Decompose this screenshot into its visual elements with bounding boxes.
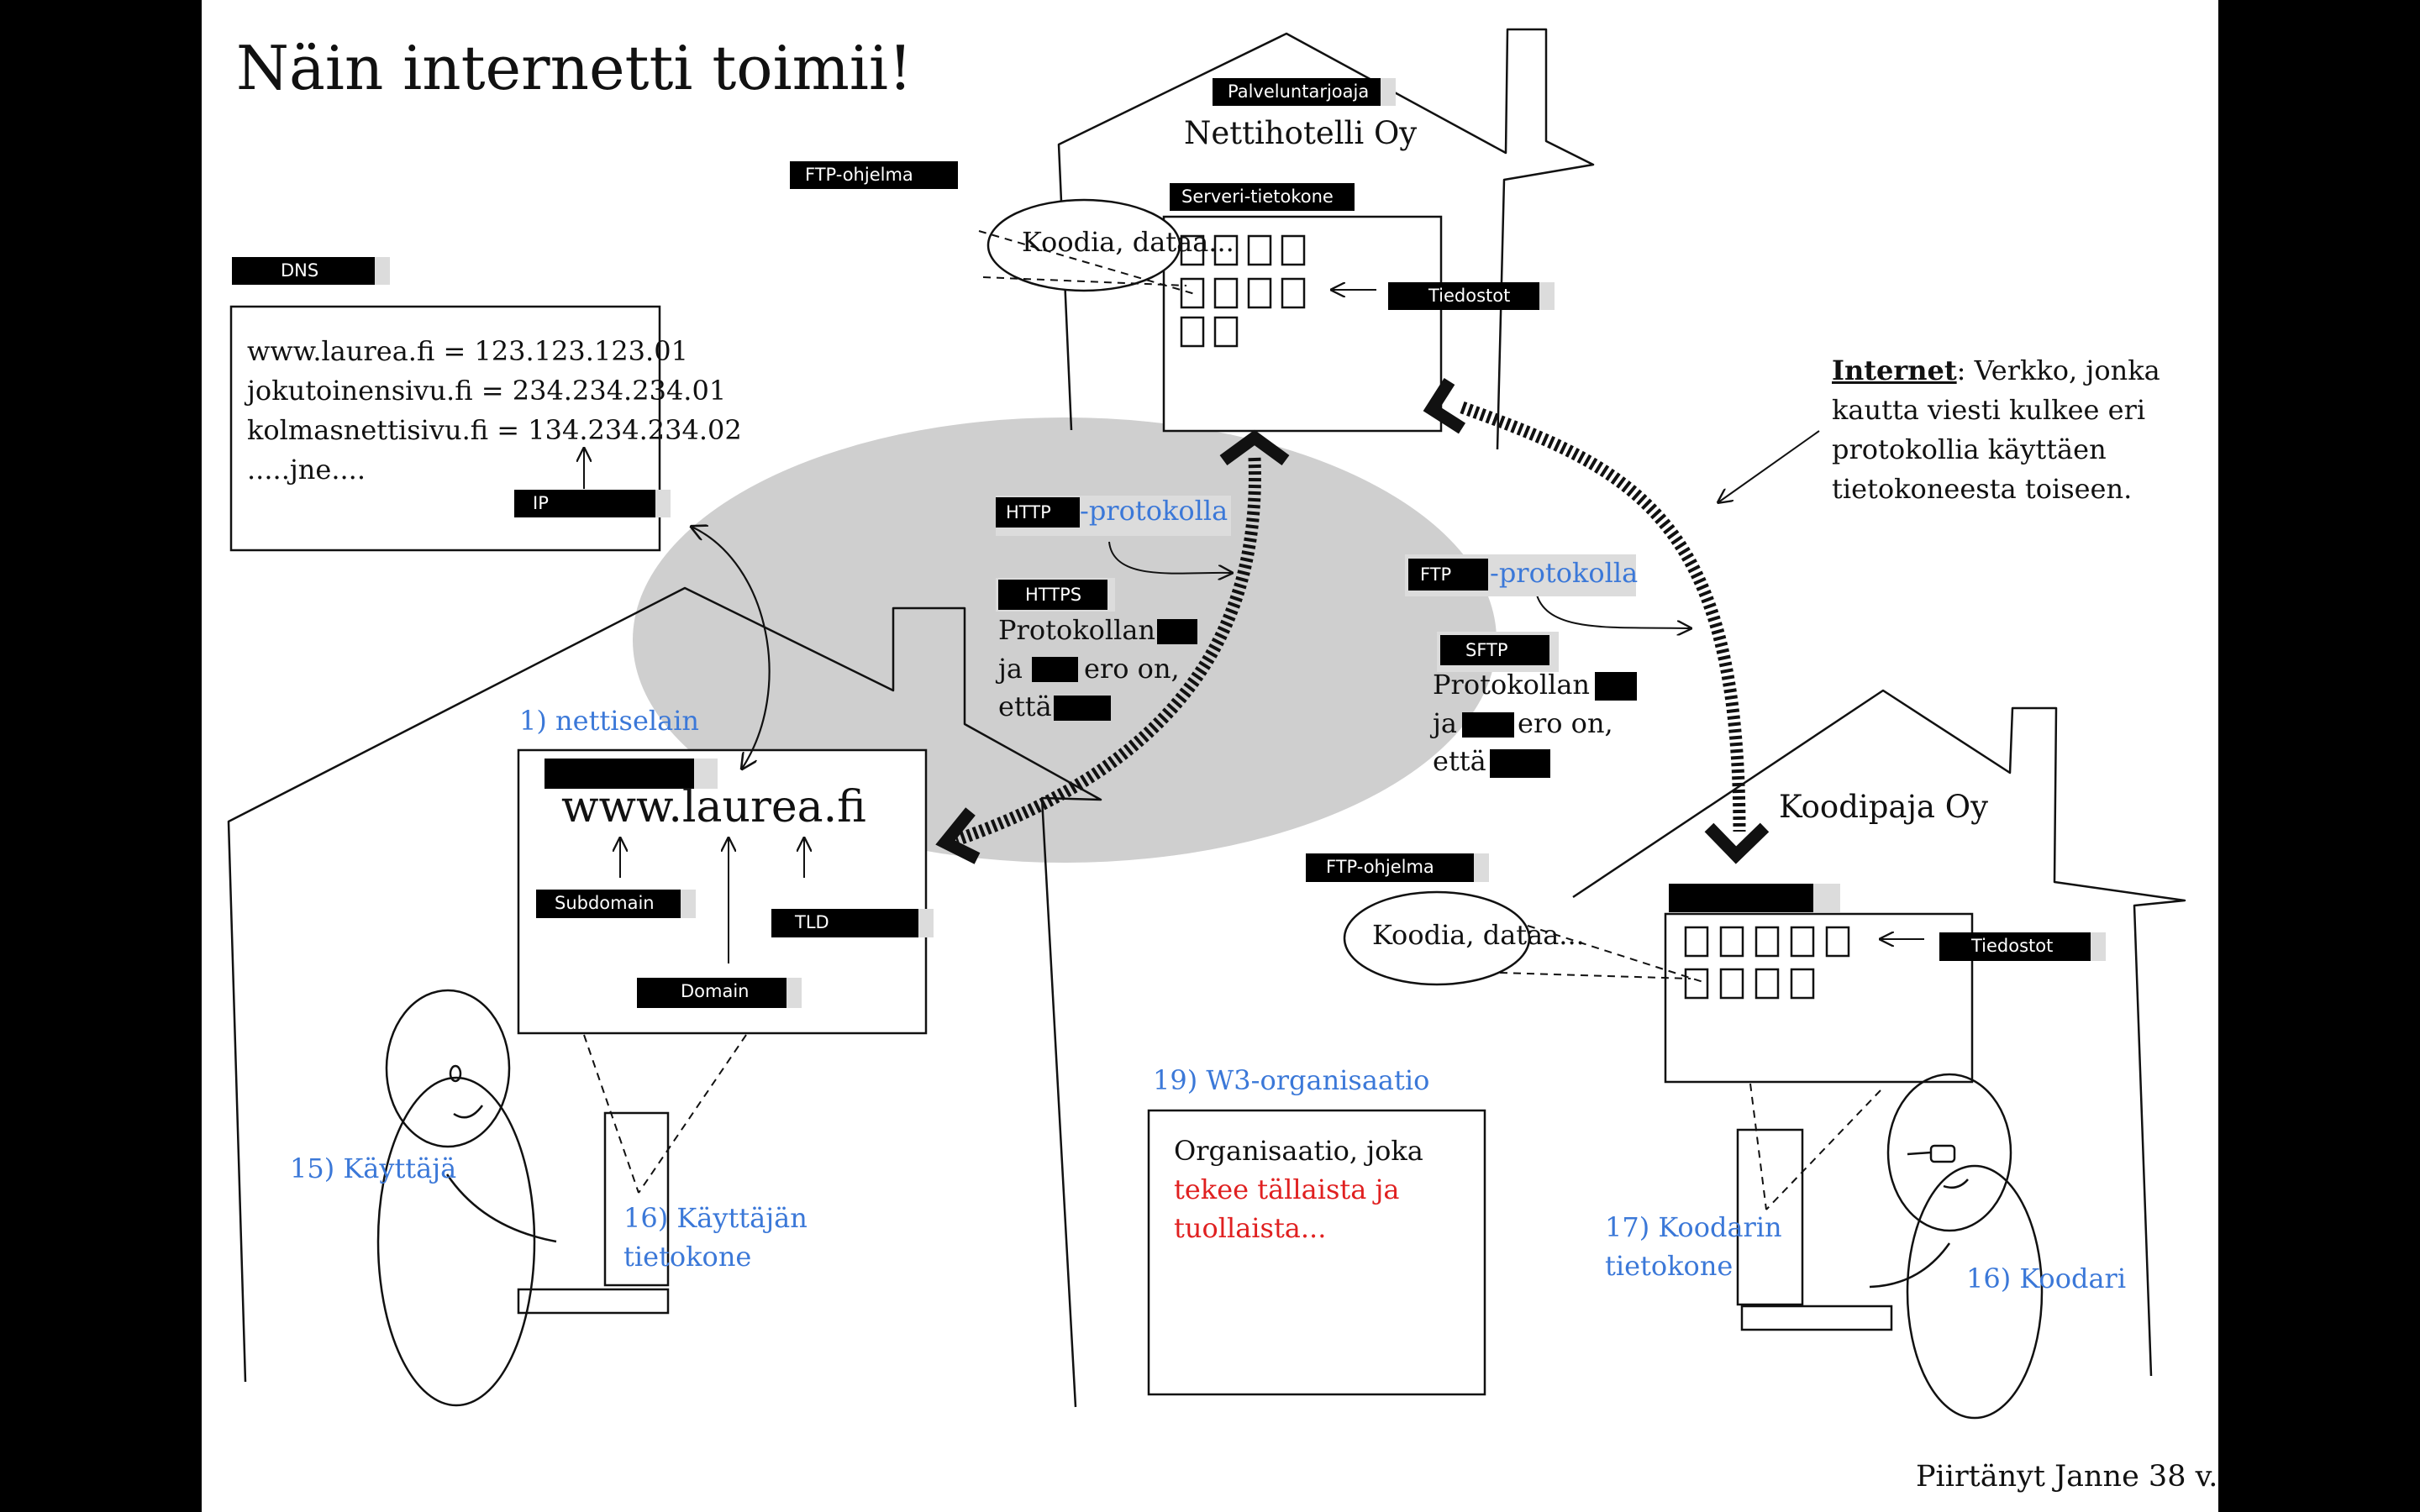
bubble-right-shape — [1343, 890, 1531, 986]
bubble-right-text: Koodia, dataa... — [1372, 919, 1585, 951]
credit-text: Piirtänyt Janne 38 v. — [1916, 1460, 2218, 1494]
tag-dns: DNS — [232, 257, 375, 285]
coder-server-redacted-tag — [1669, 884, 1813, 912]
coder-computer-label-1: 17) Koodarin — [1605, 1211, 1782, 1243]
tag-https: HTTPS — [998, 580, 1107, 610]
coder-figure — [1869, 1073, 2044, 1420]
https-text-2a: ja — [998, 653, 1023, 685]
https-redacted-1 — [1157, 619, 1197, 644]
internet-def-1: : Verkko, jonka — [1956, 354, 2160, 386]
dns-line-3: kolmasnettisivu.fi = 134.234.234.02 — [247, 414, 742, 446]
house-koodipaja — [1572, 689, 2186, 1377]
bubble-top-text: Koodia, dataa... — [1022, 226, 1234, 258]
dns-line-4: .....jne.... — [247, 454, 366, 486]
arrow-internet — [1718, 430, 1820, 502]
https-redacted-3 — [1054, 696, 1111, 721]
w3-text-3: tuollaista... — [1174, 1212, 1327, 1244]
tag-subdomain: Subdomain — [536, 890, 681, 918]
user-figure — [376, 989, 557, 1407]
tag-ftp-ohjelma-top: FTP-ohjelma — [790, 161, 958, 189]
dns-line-2: jokutoinensivu.fi = 234.234.234.01 — [247, 375, 727, 407]
w3-text-2: tekee tällaista ja — [1174, 1173, 1400, 1205]
sftp-text-2a: ja — [1433, 707, 1457, 739]
w3-label: 19) W3-organisaatio — [1153, 1064, 1430, 1096]
ftp-protokolla: -protokolla — [1490, 557, 1639, 589]
browser-redacted-tag — [544, 759, 694, 789]
diagram-canvas — [227, 28, 2186, 1420]
file-icons-right — [1684, 926, 1850, 1000]
tag-tiedostot-right: Tiedostot — [1939, 932, 2091, 961]
arrow-dns-browser — [692, 527, 771, 769]
sftp-text-2b: ero on, — [1518, 707, 1613, 739]
bubble-top-shape — [986, 198, 1181, 292]
tag-serveri: Serveri-tietokone — [1170, 183, 1355, 211]
w3-text-1: Organisaatio, joka — [1174, 1135, 1423, 1167]
tag-ip: IP — [514, 490, 655, 517]
user-computer-tower — [603, 1111, 670, 1287]
tag-palveluntarjoaja: Palveluntarjoaja — [1213, 78, 1381, 106]
sftp-redacted-2 — [1462, 712, 1514, 738]
koodipaja-label: Koodipaja Oy — [1779, 789, 1988, 825]
https-redacted-2 — [1032, 657, 1078, 682]
arrowhead-marks — [935, 377, 1770, 864]
coder-label: 16) Koodari — [1966, 1263, 2127, 1294]
slide: Näin internetti toimii! Piirtänyt Janne … — [202, 0, 2218, 1512]
internet-definition: Internet: Verkko, jonka kautta viesti kul… — [1832, 351, 2160, 509]
tag-sftp: SFTP — [1440, 635, 1549, 665]
tag-tld: TLD — [771, 909, 918, 937]
tag-domain: Domain — [637, 978, 786, 1008]
browser-label: 1) nettiselain — [519, 705, 700, 737]
coder-computer-tower — [1736, 1128, 1804, 1306]
https-text-1: Protokollan — [998, 614, 1156, 646]
https-text-2b: ero on, — [1084, 653, 1180, 685]
page-title: Näin internetti toimii! — [236, 33, 913, 103]
browser-url: www.laurea.fi — [561, 782, 866, 832]
w3-box — [1147, 1109, 1486, 1396]
nettihotelli-label: Nettihotelli Oy — [1184, 115, 1418, 151]
tag-ftp-ohjelma-right: FTP-ohjelma — [1306, 853, 1474, 882]
file-icons-top — [1180, 234, 1306, 348]
tag-http: HTTP — [996, 497, 1080, 528]
coder-server-box — [1664, 912, 1974, 1084]
user-keyboard — [517, 1288, 670, 1315]
house-nettihotelli — [1057, 28, 1595, 450]
data-flow-ftp — [1460, 401, 1746, 832]
house-user — [227, 586, 1102, 1408]
data-flow-http — [954, 457, 1261, 847]
user-computer-label-1: 16) Käyttäjän — [623, 1202, 808, 1234]
http-protokolla: -protokolla — [1080, 495, 1228, 527]
user-computer-label-2: tietokone — [623, 1241, 752, 1273]
tag-tiedostot-top: Tiedostot — [1388, 282, 1539, 310]
sftp-redacted-1 — [1595, 672, 1637, 701]
dns-line-1: www.laurea.fi = 123.123.123.01 — [247, 335, 688, 367]
internet-def-4: tietokoneesta toiseen. — [1832, 473, 2133, 505]
server-box — [1162, 215, 1443, 433]
coder-computer-label-2: tietokone — [1605, 1250, 1733, 1282]
internet-term: Internet — [1832, 354, 1957, 386]
tag-ftp: FTP — [1408, 559, 1488, 591]
sftp-text-3: että — [1433, 745, 1486, 777]
internet-def-3: protokollia käyttäen — [1832, 433, 2107, 465]
coder-keyboard — [1740, 1305, 1893, 1331]
user-label: 15) Käyttäjä — [290, 1152, 457, 1184]
internet-def-2: kautta viesti kulkee eri — [1832, 394, 2146, 426]
sftp-text-1: Protokollan — [1433, 669, 1591, 701]
https-text-3: että — [998, 690, 1052, 722]
sftp-redacted-3 — [1490, 749, 1550, 778]
